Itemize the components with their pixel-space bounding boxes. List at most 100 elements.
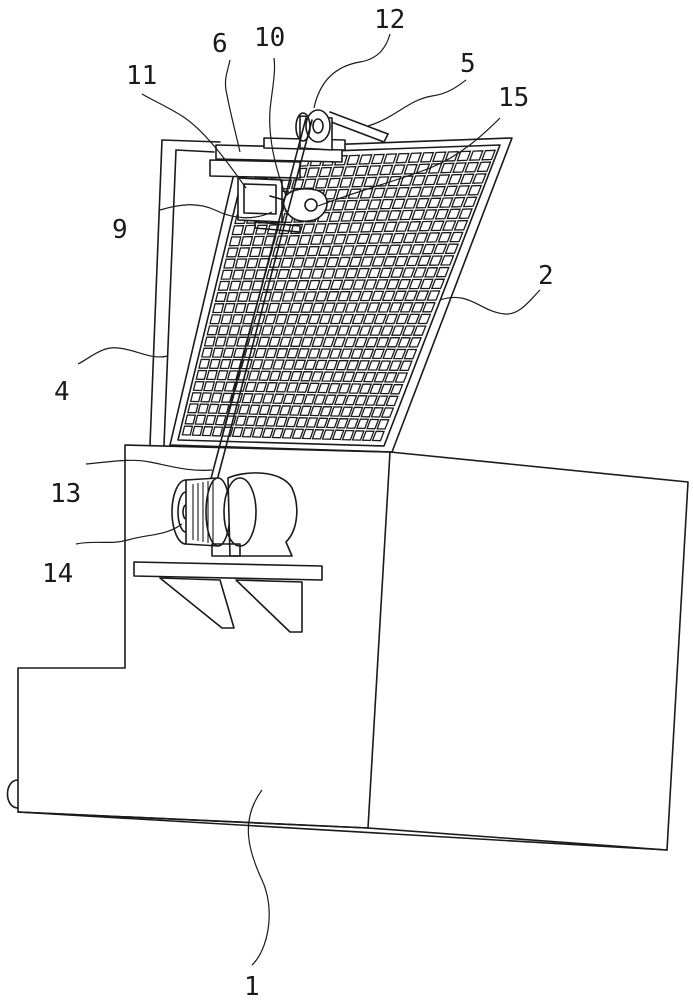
mesh-cell (390, 325, 405, 336)
mesh-cell (217, 403, 230, 415)
mesh-cell (389, 383, 404, 395)
mesh-cell (352, 371, 366, 383)
mesh-cell (406, 313, 421, 325)
mesh-cell (422, 209, 438, 220)
mesh-cell (292, 291, 306, 302)
mesh-cell (187, 403, 199, 414)
mesh-cell (225, 336, 238, 347)
mesh-cell (390, 267, 405, 278)
mesh-cell (381, 290, 396, 302)
mesh-cell (367, 233, 382, 244)
mesh-cell (421, 302, 436, 313)
mesh-cell (354, 165, 369, 177)
label-6: 6 (212, 29, 241, 153)
mesh-cell (211, 426, 224, 437)
mesh-cell (255, 416, 268, 427)
mesh-cell (358, 325, 372, 336)
mesh-cell (370, 407, 384, 418)
mesh-cell (369, 325, 383, 336)
mesh-cell (408, 278, 423, 290)
mesh-cell (374, 279, 389, 290)
mesh-cell (366, 302, 381, 313)
mesh-cell (282, 325, 296, 336)
mesh-cell (395, 186, 410, 198)
mesh-cell (314, 257, 328, 268)
mesh-cell (301, 223, 316, 234)
mesh-cell (318, 348, 332, 359)
mesh-cell (325, 222, 339, 234)
mesh-cell (402, 232, 417, 244)
mesh-cell (343, 199, 358, 211)
mesh-cell (375, 337, 390, 348)
mesh-cell (449, 231, 464, 243)
mesh-cell (406, 221, 422, 232)
mesh-cell (471, 173, 487, 184)
mesh-cell (359, 290, 374, 302)
mesh-cell (264, 347, 278, 359)
mesh-cell (254, 347, 267, 359)
mesh-cell (257, 336, 271, 347)
mesh-cell (322, 336, 336, 348)
mesh-cell (281, 291, 295, 302)
mesh-cell (397, 337, 412, 348)
mesh-cell (450, 196, 466, 208)
mesh-cell (324, 359, 339, 371)
mesh-cell (366, 418, 380, 430)
mesh-cell (251, 393, 265, 404)
mesh-cell (352, 210, 367, 222)
mesh-cell (367, 360, 381, 371)
mesh-cell (272, 359, 285, 370)
mesh-cell (222, 347, 235, 358)
mesh-cell (265, 416, 278, 427)
mesh-cell (268, 370, 282, 381)
mesh-cell (295, 417, 309, 428)
mesh-cell (382, 348, 396, 360)
mesh-cell (231, 225, 245, 236)
mesh-cell (360, 406, 374, 418)
mesh-cell (355, 418, 370, 430)
mesh-cell (444, 151, 460, 162)
mesh-cell (431, 185, 447, 197)
mesh-cell (394, 255, 409, 267)
mesh-cell (339, 406, 354, 417)
mesh-cell (414, 232, 429, 243)
mesh-cell (439, 255, 455, 266)
mesh-cell (303, 291, 318, 302)
mesh-cell (311, 429, 325, 440)
mesh-cell (331, 429, 345, 441)
mesh-cell (192, 380, 205, 392)
mesh-cell (423, 174, 439, 186)
mesh-cell (443, 185, 459, 197)
mesh-cell (200, 392, 213, 403)
mesh-cell (378, 267, 393, 279)
mesh-cell (441, 220, 457, 231)
mesh-cell (315, 325, 329, 336)
mesh-cell (435, 174, 451, 185)
mesh-cell (399, 302, 414, 313)
mesh-cell (225, 291, 239, 302)
mesh-cell (360, 256, 374, 267)
mesh-cell (262, 280, 276, 291)
mesh-cell (369, 383, 383, 395)
mesh-cell (286, 348, 300, 359)
mesh-cell (346, 154, 361, 166)
mesh-cell (278, 302, 292, 313)
mesh-cell (248, 246, 262, 258)
mesh-cell (275, 382, 289, 393)
mesh-cell (285, 314, 299, 325)
mesh-cell (231, 269, 245, 280)
mesh-cell (200, 347, 214, 358)
mesh-cell (298, 234, 312, 246)
mesh-cell (411, 175, 427, 186)
mesh-cell (407, 186, 422, 198)
mesh-cell (201, 426, 214, 437)
mesh-cell (337, 256, 351, 268)
mesh-cell (181, 425, 194, 436)
mesh-cell (254, 381, 268, 393)
mesh-cell (371, 187, 386, 199)
mesh-cell (377, 302, 392, 313)
mesh-cell (418, 220, 433, 232)
mesh-cell (301, 428, 315, 440)
mesh-cell (300, 336, 314, 348)
mesh-cell (419, 278, 434, 290)
